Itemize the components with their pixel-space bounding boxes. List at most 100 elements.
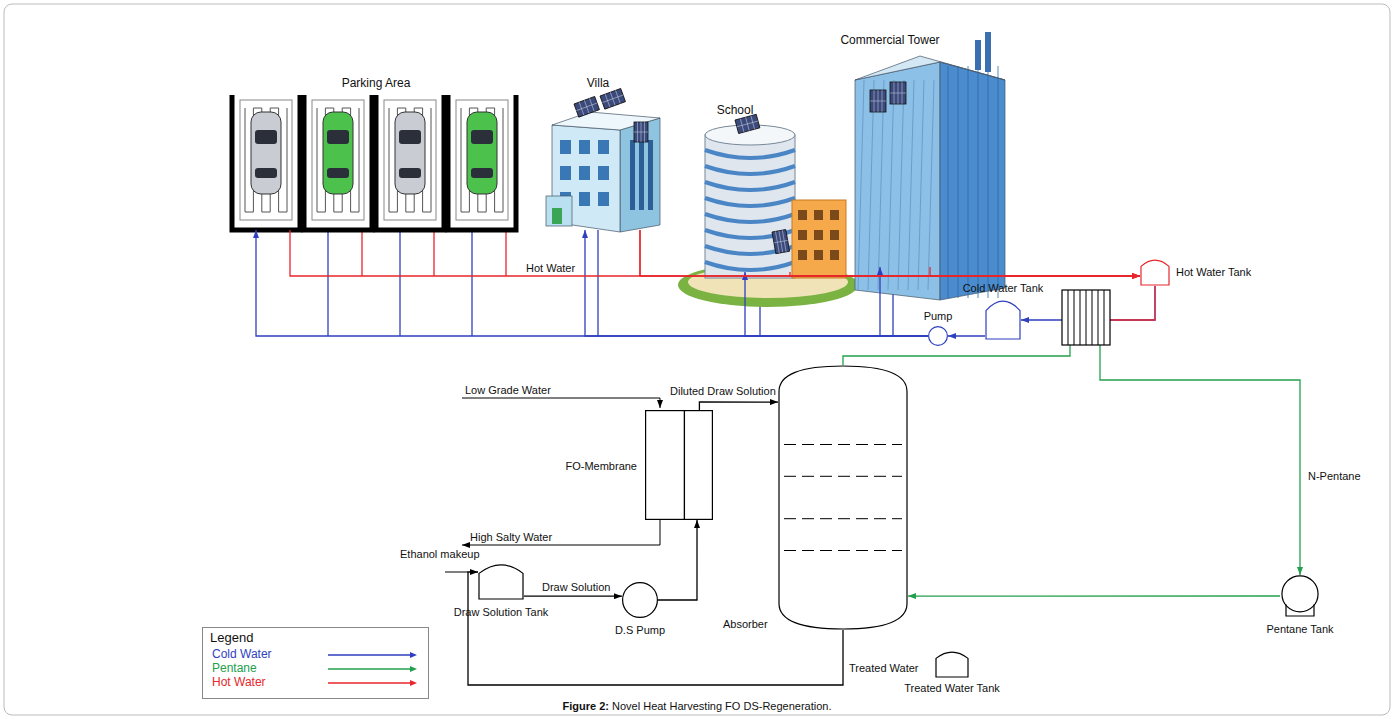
node-label: D.S Pump [615, 624, 665, 637]
absorber-tray [784, 550, 902, 551]
legend-swatch [328, 668, 412, 669]
building-node: Villa [548, 95, 663, 230]
connector-path [699, 402, 778, 410]
tank-node: Hot Water Tank [1140, 258, 1170, 286]
window [560, 140, 571, 154]
panel-frame [735, 114, 760, 133]
pipe [471, 230, 472, 336]
outer-frame [4, 4, 1390, 715]
absorber-outline [779, 366, 907, 629]
pump-outline [929, 327, 948, 346]
car-window [255, 168, 277, 178]
pipe-connector [745, 272, 928, 336]
membrane-draw [684, 411, 712, 520]
building-face [620, 118, 660, 232]
car [395, 112, 425, 194]
exchanger-plate [1086, 290, 1087, 345]
bay-panel [240, 100, 292, 220]
pipe-connector [699, 402, 778, 410]
glass-line [908, 80, 914, 290]
caption-number: Figure 2: [563, 700, 609, 712]
parking-bay [304, 95, 372, 230]
node-shape [1140, 258, 1170, 286]
heat-exchanger [1062, 290, 1110, 345]
exchanger-plate [1080, 290, 1081, 345]
window [639, 140, 644, 210]
node-label: Hot Water Tank [1176, 266, 1251, 279]
chimney [985, 32, 991, 72]
pipe-connector [658, 520, 697, 600]
tank-outline [936, 652, 968, 677]
building-face [855, 62, 940, 300]
tank-node: Cold Water Tank [985, 298, 1021, 340]
node-shape [985, 298, 1021, 340]
glass-line [928, 80, 934, 290]
stream-label: Hot Water [526, 262, 575, 275]
absorber-tray [784, 476, 902, 477]
stream-label: High Salty Water [470, 531, 552, 544]
panel-grid [774, 240, 788, 242]
legend-title: Legend [210, 631, 253, 644]
door [552, 208, 562, 224]
node-label: Draw Solution Tank [454, 606, 549, 619]
node-shape [622, 582, 658, 618]
window-band [705, 262, 795, 270]
absorber-node: Absorber [778, 365, 908, 630]
car-window [327, 130, 349, 144]
node-shape [1280, 575, 1320, 617]
node-shape [478, 562, 524, 600]
node-label: FO-Membrane [565, 460, 637, 473]
window [830, 250, 839, 260]
makeup-line [445, 572, 468, 573]
panel-frame [634, 122, 648, 142]
caption-text: Novel Heat Harvesting FO DS-Regeneration… [609, 700, 832, 712]
pentane-outline [1282, 576, 1318, 612]
solar-panel [735, 114, 760, 133]
node-label: Cold Water Tank [963, 282, 1044, 295]
legend-row: Cold Water [212, 648, 422, 662]
membrane-node: FO-Membrane [645, 410, 713, 520]
pipe [399, 230, 400, 336]
heating-coil [317, 108, 359, 212]
exchanger-plate [1104, 290, 1105, 345]
panel-grid [634, 132, 648, 133]
parking-bay [448, 95, 516, 230]
building-node: School [680, 122, 858, 272]
panel-grid [737, 121, 758, 127]
panel-frame [870, 90, 886, 112]
membrane-feed [646, 411, 685, 520]
glass-line [858, 80, 864, 290]
connector-path [658, 520, 697, 600]
glass-line [998, 66, 999, 298]
car [323, 112, 353, 194]
window [648, 140, 653, 210]
window [830, 210, 839, 220]
car-window [399, 130, 421, 144]
solar-panel [634, 122, 648, 142]
building-face [855, 56, 1005, 80]
window-band [705, 198, 795, 206]
node-label: Parking Area [342, 77, 411, 90]
car-window [327, 168, 349, 178]
heating-coil [461, 108, 503, 212]
window [630, 140, 635, 210]
school-annex [792, 200, 846, 278]
stream-label: Treated Water [849, 662, 919, 675]
car [467, 112, 497, 194]
legend-arrowhead [410, 680, 417, 686]
pipe-connector [585, 230, 928, 336]
villa-wing [546, 196, 572, 226]
pipe-connector [524, 596, 622, 597]
pipe [892, 290, 893, 336]
bay-panel [384, 100, 436, 220]
legend-text: Cold Water [212, 648, 272, 661]
panel-grid [890, 93, 906, 94]
connector-path [880, 267, 928, 336]
car-window [471, 168, 493, 178]
window [798, 230, 807, 240]
window-band [705, 214, 795, 222]
node-shape [778, 365, 908, 630]
